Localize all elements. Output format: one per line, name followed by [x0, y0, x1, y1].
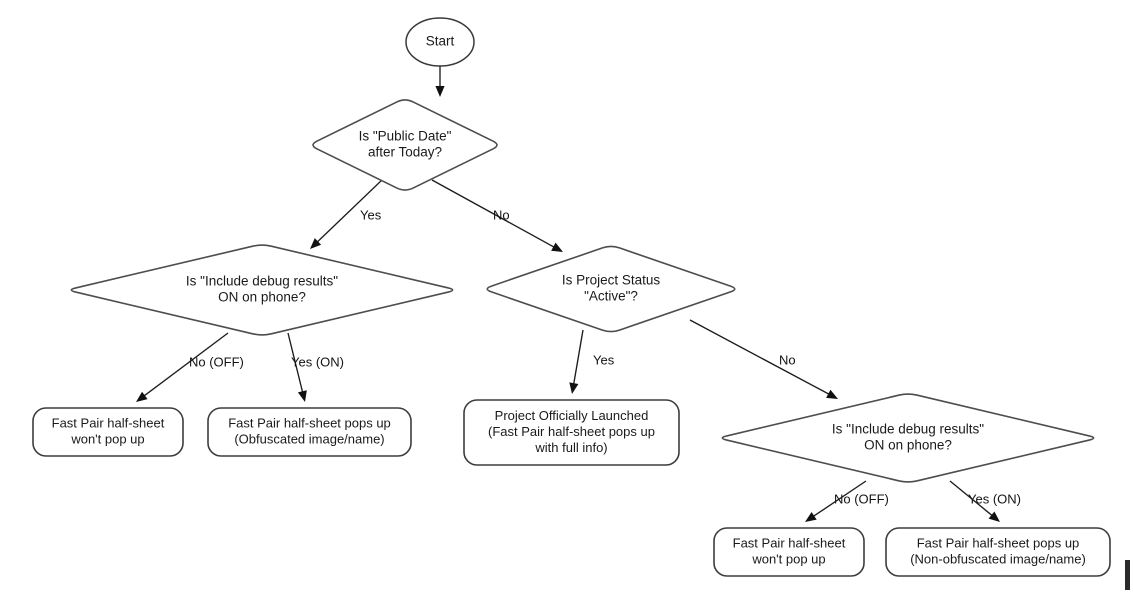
node-debug-right-label-line-2: ON on phone? — [864, 438, 952, 453]
edge-label-e-debugleft-on: Yes (ON) — [291, 354, 344, 369]
node-start-label-line-1: Start — [426, 34, 455, 49]
node-result-left-off-label-line-2: won't pop up — [70, 431, 144, 446]
edge-label-e-date-yes: Yes — [360, 207, 382, 222]
node-result-left-on-label-line-1: Fast Pair half-sheet pops up — [228, 415, 391, 430]
edge-e-status-no — [689, 319, 838, 399]
node-result-right-off-label-line-1: Fast Pair half-sheet — [733, 535, 846, 550]
node-debug-left[interactable]: Is "Include debug results"ON on phone? — [70, 244, 454, 336]
edge-label-e-debugright-off: No (OFF) — [834, 491, 889, 506]
edge-e-date-yes-arrowhead — [310, 238, 322, 249]
edge-e-debugleft-off-line — [142, 332, 229, 398]
node-public-date-label-line-1: Is "Public Date" — [359, 129, 452, 144]
edge-e-status-yes-line — [572, 329, 584, 386]
node-project-status-shape — [486, 245, 736, 333]
node-result-launched-label-line-3: with full info) — [534, 440, 607, 455]
edge-e-debugleft-on — [287, 332, 307, 402]
node-debug-left-label-line-1: Is "Include debug results" — [186, 274, 338, 289]
node-result-right-on-label-line-1: Fast Pair half-sheet pops up — [917, 535, 1080, 550]
node-result-left-on[interactable]: Fast Pair half-sheet pops up(Obfuscated … — [207, 407, 412, 457]
edge-e-debugleft-off — [136, 332, 229, 402]
edge-e-date-no-arrowhead — [551, 242, 563, 252]
edge-e-debugleft-on-arrowhead — [297, 390, 307, 402]
node-debug-right-shape — [721, 393, 1095, 483]
node-result-launched[interactable]: Project Officially Launched(Fast Pair ha… — [463, 399, 680, 466]
edge-label-e-debugleft-off: No (OFF) — [189, 354, 244, 369]
node-start-shape — [405, 17, 475, 67]
node-result-left-off-label-line-1: Fast Pair half-sheet — [52, 415, 165, 430]
node-result-right-off-label-line-2: won't pop up — [751, 551, 825, 566]
edge-e-date-no-line — [431, 179, 556, 249]
edge-e-debugright-off-arrowhead — [805, 512, 817, 522]
edge-crop-artifact — [1125, 560, 1130, 590]
edge-e-start-date — [435, 66, 445, 97]
node-result-right-on[interactable]: Fast Pair half-sheet pops up(Non-obfusca… — [885, 527, 1111, 577]
node-result-launched-label-line-1: Project Officially Launched — [495, 408, 649, 423]
edge-e-debugright-off-line — [812, 480, 867, 518]
edge-e-start-date-arrowhead — [435, 86, 445, 97]
edge-e-date-yes — [310, 179, 383, 249]
node-start[interactable]: Start — [405, 17, 475, 67]
edge-e-debugright-on-line — [949, 480, 994, 517]
node-result-right-on-shape — [885, 527, 1111, 577]
node-project-status-label-line-2: "Active"? — [584, 289, 638, 304]
edge-e-status-no-line — [689, 319, 831, 396]
node-public-date-shape — [312, 99, 498, 191]
node-result-left-off-shape — [32, 407, 184, 457]
node-project-status-label-line-1: Is Project Status — [562, 273, 661, 288]
edge-label-e-status-no: No — [779, 352, 796, 367]
edge-e-status-yes-arrowhead — [569, 382, 579, 394]
edge-e-debugleft-off-arrowhead — [136, 391, 148, 402]
edges-layer — [136, 66, 1000, 522]
edge-e-debugright-on-arrowhead — [988, 511, 1000, 522]
node-result-left-on-shape — [207, 407, 412, 457]
node-result-right-off-shape — [713, 527, 865, 577]
node-debug-left-shape — [70, 244, 454, 336]
node-result-launched-label-line-2: (Fast Pair half-sheet pops up — [488, 424, 655, 439]
nodes-layer: Start Is "Public Date"after Today? Is "Inc… — [32, 17, 1111, 577]
node-project-status[interactable]: Is Project Status"Active"? — [486, 245, 736, 333]
edge-e-debugright-off — [805, 480, 867, 522]
edge-label-e-debugright-on: Yes (ON) — [968, 491, 1021, 506]
edge-e-status-yes — [569, 329, 584, 394]
edge-e-date-yes-line — [316, 179, 383, 244]
node-debug-right-label-line-1: Is "Include debug results" — [832, 422, 984, 437]
edge-e-debugleft-on-line — [287, 332, 304, 394]
node-debug-left-label-line-2: ON on phone? — [218, 290, 306, 305]
node-result-right-on-label-line-2: (Non-obfuscated image/name) — [910, 551, 1086, 566]
node-public-date-label-line-2: after Today? — [368, 145, 442, 160]
edge-e-debugright-on — [949, 480, 1000, 522]
node-result-launched-shape — [463, 399, 680, 466]
node-result-left-on-label-line-2: (Obfuscated image/name) — [234, 431, 384, 446]
edge-e-status-no-arrowhead — [826, 389, 838, 399]
node-public-date[interactable]: Is "Public Date"after Today? — [312, 99, 498, 191]
edge-e-date-no — [431, 179, 563, 252]
node-debug-right[interactable]: Is "Include debug results"ON on phone? — [721, 393, 1095, 483]
edge-label-e-status-yes: Yes — [593, 352, 615, 367]
edge-label-e-date-no: No — [493, 207, 510, 222]
